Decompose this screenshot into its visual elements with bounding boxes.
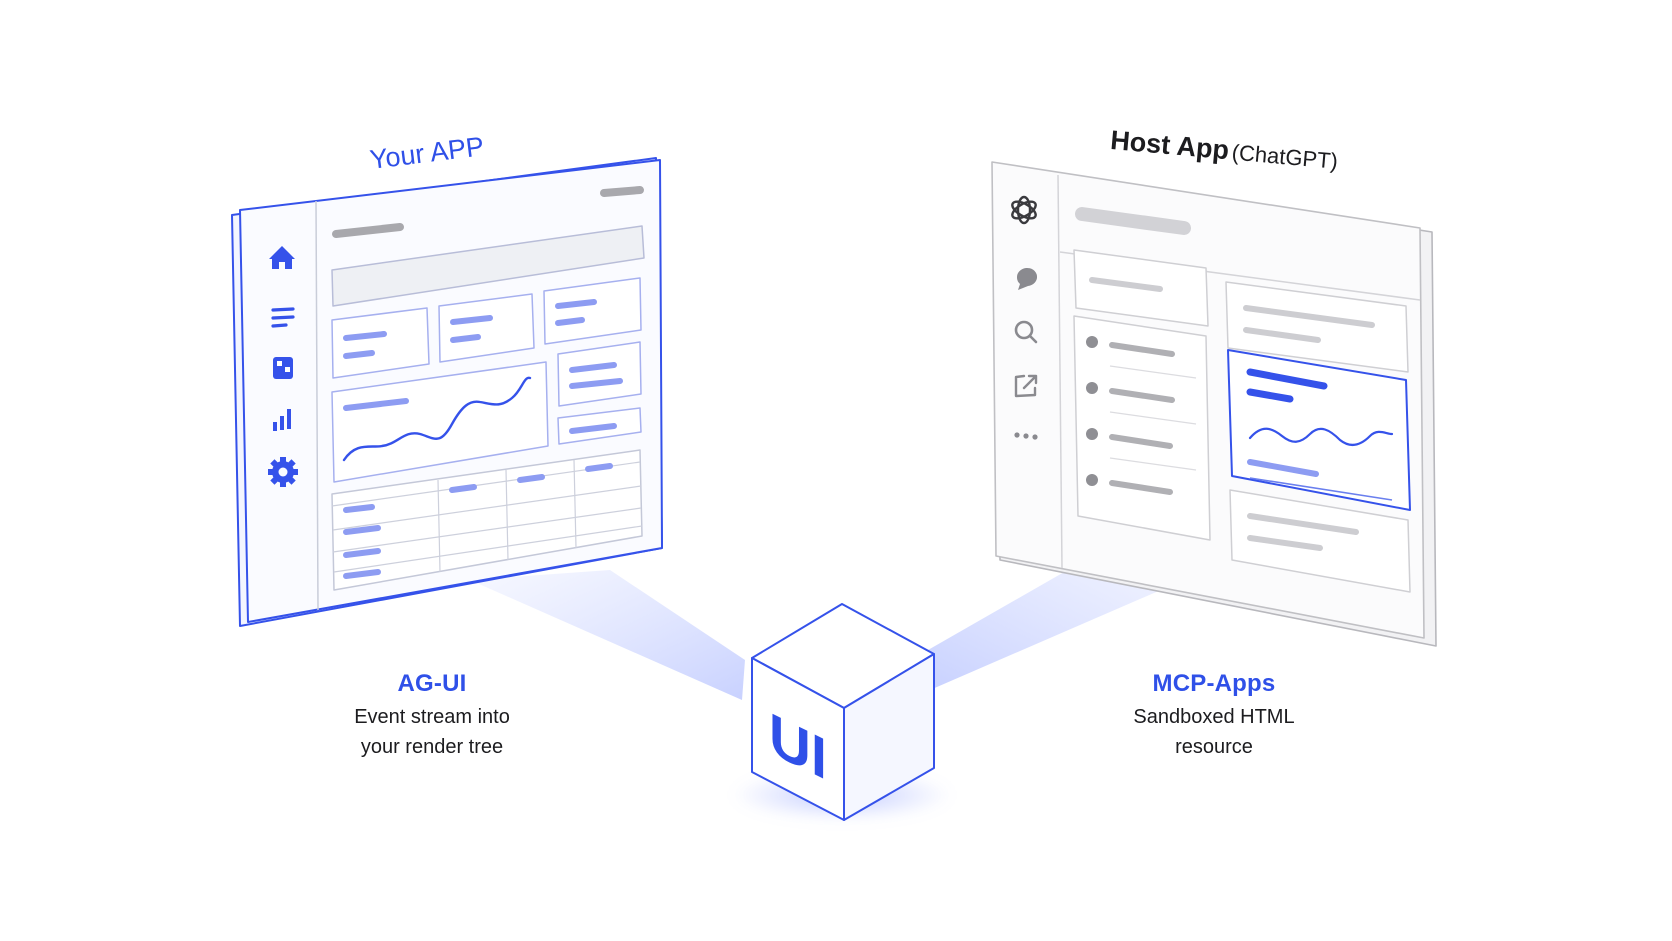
search-bar[interactable] (331, 225, 645, 307)
chart-card (331, 361, 549, 483)
mcp-apps-caption: MCP-Apps Sandboxed HTML resource (1054, 670, 1374, 762)
gear-icon[interactable] (268, 457, 298, 487)
more-icon[interactable] (1014, 432, 1038, 440)
ui-cube: UI (732, 603, 952, 821)
header-placeholder (332, 223, 404, 238)
share-icon[interactable] (1014, 374, 1038, 398)
your-app-window: Your APP (231, 131, 663, 627)
conversation-list (1073, 315, 1211, 541)
bar-chart-icon[interactable] (273, 409, 291, 431)
embedded-ui-card (1227, 349, 1411, 511)
host-app-title: Host App (1109, 125, 1230, 165)
mcp-apps-title: MCP-Apps (1152, 670, 1276, 697)
ag-ui-caption: AG-UI Event stream into your render tree (272, 670, 592, 762)
search-icon[interactable] (1014, 320, 1038, 344)
chat-bubble-icon[interactable] (1016, 267, 1038, 290)
ag-ui-line-1: Event stream into (354, 706, 510, 728)
list-icon[interactable] (271, 307, 295, 328)
beam-left (470, 570, 745, 700)
data-table (331, 449, 643, 591)
header-pill (600, 186, 644, 197)
mcp-apps-line-1: Sandboxed HTML (1133, 706, 1295, 728)
home-icon[interactable] (269, 246, 295, 269)
ag-ui-title: AG-UI (397, 670, 467, 697)
grid-icon[interactable] (273, 357, 293, 379)
chart-line (342, 376, 532, 462)
host-app-subtitle: (ChatGPT) (1231, 140, 1339, 174)
mcp-apps-line-2: resource (1175, 736, 1253, 758)
ag-ui-line-2: your render tree (360, 736, 504, 758)
your-app-title: Your APP (368, 131, 485, 175)
host-app-window: Host App (ChatGPT) (991, 125, 1437, 647)
